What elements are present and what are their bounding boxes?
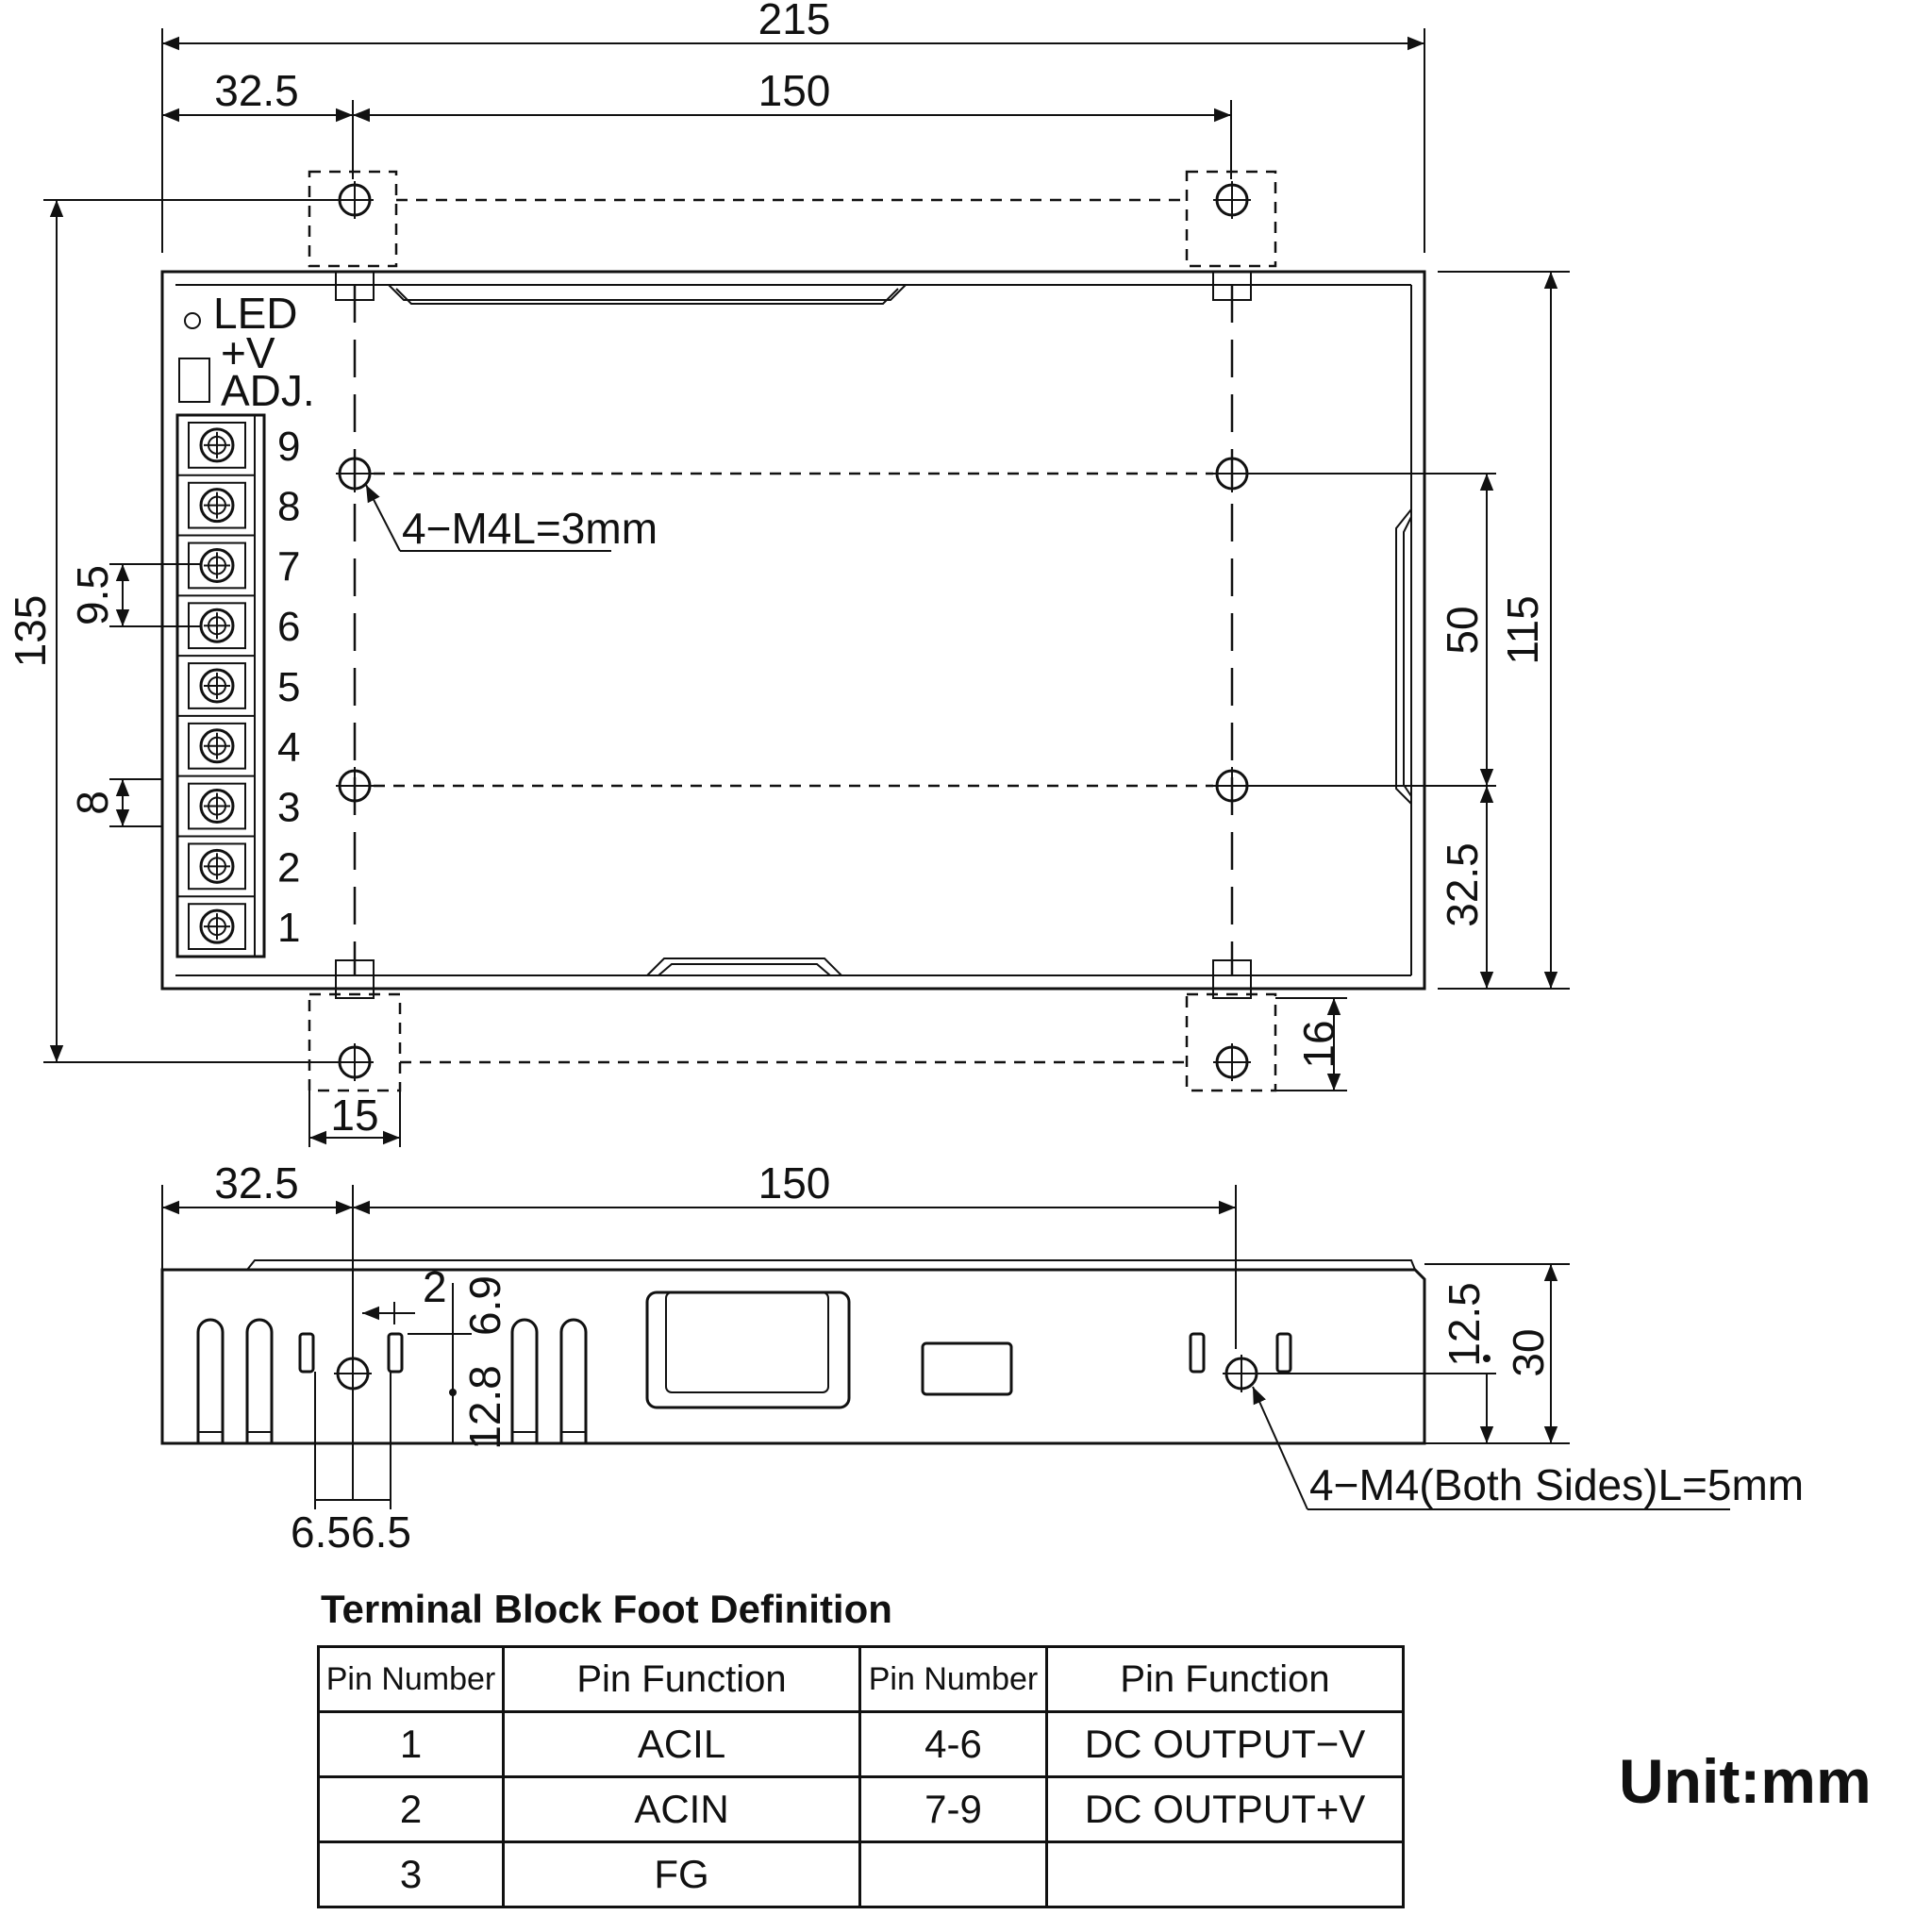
side-mount-screw-note: 4−M4(Both Sides)L=5mm bbox=[1309, 1460, 1804, 1509]
table-cell: ACIN bbox=[502, 1775, 861, 1843]
table-cell: 3 bbox=[317, 1840, 505, 1908]
side-case-outline bbox=[160, 1268, 1426, 1445]
case-outline bbox=[160, 270, 1426, 991]
terminal-block: 9 8 7 6 5 4 3 2 1 bbox=[175, 413, 300, 958]
terminal-pin-number: 4 bbox=[277, 724, 300, 771]
dim-hole-pitch: 150 bbox=[758, 66, 831, 115]
dim-terminal-pitch: 9.5 bbox=[68, 565, 117, 625]
pin-definition-section: Terminal Block Foot Definition Pin Numbe… bbox=[317, 1585, 1405, 1908]
side-dim-overall-height: 30 bbox=[1504, 1328, 1553, 1376]
terminal-screw-icon bbox=[199, 608, 235, 643]
header-pin-function: Pin Function bbox=[1045, 1645, 1405, 1713]
table-cell: 4-6 bbox=[858, 1710, 1048, 1778]
table-cell: 1 bbox=[317, 1710, 505, 1778]
header-pin-number: Pin Number bbox=[317, 1645, 505, 1713]
terminal-pin-number: 1 bbox=[277, 905, 300, 951]
led-label: LED bbox=[213, 289, 297, 338]
terminal-pin-number: 2 bbox=[277, 844, 300, 891]
dim-hole-bottom-offset: 32.5 bbox=[1438, 842, 1487, 927]
ac-input-window bbox=[645, 1291, 851, 1409]
table-cell: 2 bbox=[317, 1775, 505, 1843]
table-cell bbox=[858, 1840, 1048, 1908]
internal-mount-holes bbox=[336, 455, 1251, 805]
table-cell bbox=[1045, 1840, 1405, 1908]
terminal-screw-icon bbox=[199, 789, 235, 824]
led-indicator bbox=[184, 312, 201, 329]
dim-terminal-width: 8 bbox=[68, 791, 117, 815]
dim-offset-left: 32.5 bbox=[214, 66, 299, 115]
terminal-screw-icon bbox=[199, 427, 235, 463]
label-window bbox=[921, 1341, 1013, 1396]
side-view: 32.5 150 bbox=[160, 1158, 1804, 1557]
terminal-screw-icon bbox=[199, 728, 235, 764]
terminal-pin-number: 8 bbox=[277, 484, 300, 530]
side-dim-offset-left: 32.5 bbox=[214, 1158, 299, 1208]
v-adj-label: ADJ. bbox=[221, 366, 315, 415]
table-cell: 7-9 bbox=[858, 1775, 1048, 1843]
table-row: 1 ACIL 4-6 DC OUTPUT−V bbox=[317, 1710, 1405, 1778]
side-dim-hole-from-bottom: 12.5 bbox=[1440, 1282, 1489, 1367]
terminal-pin-number: 6 bbox=[277, 604, 300, 650]
bracket-top-left bbox=[308, 170, 398, 268]
header-pin-function: Pin Function bbox=[502, 1645, 861, 1713]
bracket-bottom-right bbox=[1185, 992, 1277, 1092]
unit-label: Unit:mm bbox=[1619, 1746, 1872, 1816]
terminal-screw-icon bbox=[199, 848, 235, 884]
table-cell: DC OUTPUT−V bbox=[1045, 1710, 1405, 1778]
terminal-pin-number: 9 bbox=[277, 424, 300, 470]
table-header-row: Pin Number Pin Function Pin Number Pin F… bbox=[317, 1645, 1405, 1713]
terminal-screw-icon bbox=[199, 547, 235, 583]
side-dim-slot-spacing: 6.56.5 bbox=[291, 1507, 411, 1557]
table-cell: ACIL bbox=[502, 1710, 861, 1778]
dim-bracket-width: 15 bbox=[330, 1091, 378, 1140]
terminal-screw-icon bbox=[199, 908, 235, 944]
dim-overall-length: 215 bbox=[758, 0, 831, 43]
table-row: 3 FG bbox=[317, 1840, 1405, 1908]
table-cell: FG bbox=[502, 1840, 861, 1908]
pin-table-title: Terminal Block Foot Definition bbox=[321, 1587, 892, 1631]
header-pin-number: Pin Number bbox=[858, 1645, 1048, 1713]
dim-hole-vertical-pitch: 50 bbox=[1438, 606, 1487, 654]
side-dim-hole-pitch: 150 bbox=[758, 1158, 831, 1208]
side-dim-slot-height: 6.9 bbox=[460, 1275, 509, 1336]
table-cell: DC OUTPUT+V bbox=[1045, 1775, 1405, 1843]
terminal-pin-number: 5 bbox=[277, 664, 300, 710]
dim-body-height: 115 bbox=[1498, 595, 1547, 664]
side-dim-slot-gap: 2 bbox=[423, 1262, 447, 1311]
terminal-screw-icon bbox=[199, 488, 235, 524]
v-adj-potentiometer bbox=[178, 358, 210, 403]
bracket-bottom-left bbox=[308, 992, 402, 1092]
pin-definition-table: Pin Number Pin Function Pin Number Pin F… bbox=[317, 1645, 1405, 1908]
table-row: 2 ACIN 7-9 DC OUTPUT+V bbox=[317, 1775, 1405, 1843]
bracket-top-right bbox=[1185, 170, 1277, 268]
terminal-pin-number: 3 bbox=[277, 785, 300, 831]
top-view: 215 32.5 150 bbox=[6, 0, 1570, 1147]
terminal-screw-icon bbox=[199, 668, 235, 704]
side-dim-hole-height: 12.8 bbox=[460, 1365, 509, 1450]
dim-bracket-depth: 16 bbox=[1294, 1020, 1343, 1068]
mount-screw-note: 4−M4L=3mm bbox=[402, 504, 658, 553]
v-adj-plus-label: +V bbox=[221, 328, 275, 377]
vent-slots bbox=[196, 1318, 588, 1443]
dim-overall-height: 135 bbox=[6, 595, 55, 668]
terminal-pin-number: 7 bbox=[277, 543, 300, 590]
